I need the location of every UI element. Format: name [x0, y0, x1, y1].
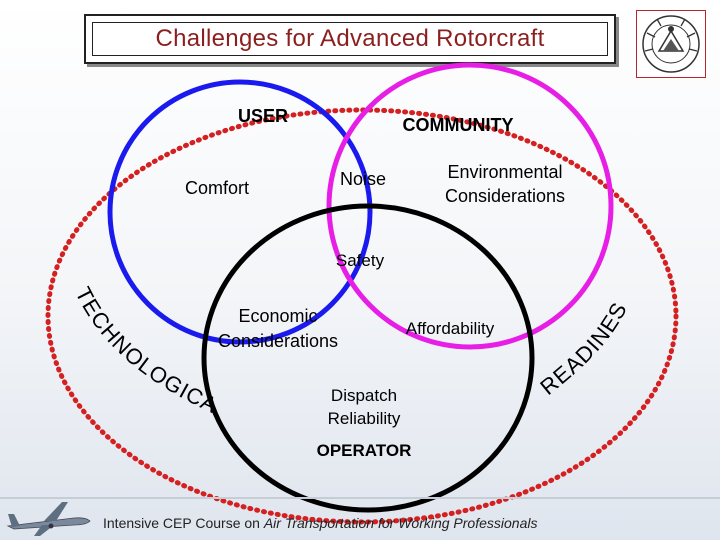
safety-label: Safety — [336, 251, 385, 270]
institute-seal-icon — [642, 15, 700, 73]
economic-label-line1: Economic — [238, 306, 317, 326]
environmental-label-line2: Considerations — [445, 186, 565, 206]
community-circle — [326, 62, 614, 350]
footer-prefix: Intensive CEP Course on — [103, 515, 264, 531]
institute-logo — [636, 10, 706, 78]
technology-readiness-boundary — [45, 107, 679, 525]
environmental-label-line1: Environmental — [447, 162, 562, 182]
footer-emphasis: Air Transportation for Working Professio… — [263, 515, 538, 531]
title-box: Challenges for Advanced Rotorcraft — [84, 14, 616, 64]
economic-label-line2: Considerations — [218, 331, 338, 351]
dispatch-label-line1: Dispatch — [331, 386, 397, 405]
comfort-label: Comfort — [185, 178, 249, 198]
user-circle — [107, 79, 373, 345]
community-label: COMMUNITY — [403, 115, 514, 135]
footer-divider — [0, 497, 720, 499]
noise-label: Noise — [340, 169, 386, 189]
dispatch-label-line2: Reliability — [328, 409, 401, 428]
operator-circle — [201, 203, 535, 513]
user-label: USER — [238, 106, 288, 126]
affordability-label: Affordability — [406, 319, 495, 338]
operator-label: OPERATOR — [317, 441, 412, 460]
footer-text: Intensive CEP Course on Air Transportati… — [103, 515, 537, 531]
title-box-inner: Challenges for Advanced Rotorcraft — [92, 22, 608, 56]
aircraft-icon — [6, 502, 91, 536]
footer: Intensive CEP Course on Air Transportati… — [0, 503, 720, 540]
page-title: Challenges for Advanced Rotorcraft — [155, 25, 545, 52]
